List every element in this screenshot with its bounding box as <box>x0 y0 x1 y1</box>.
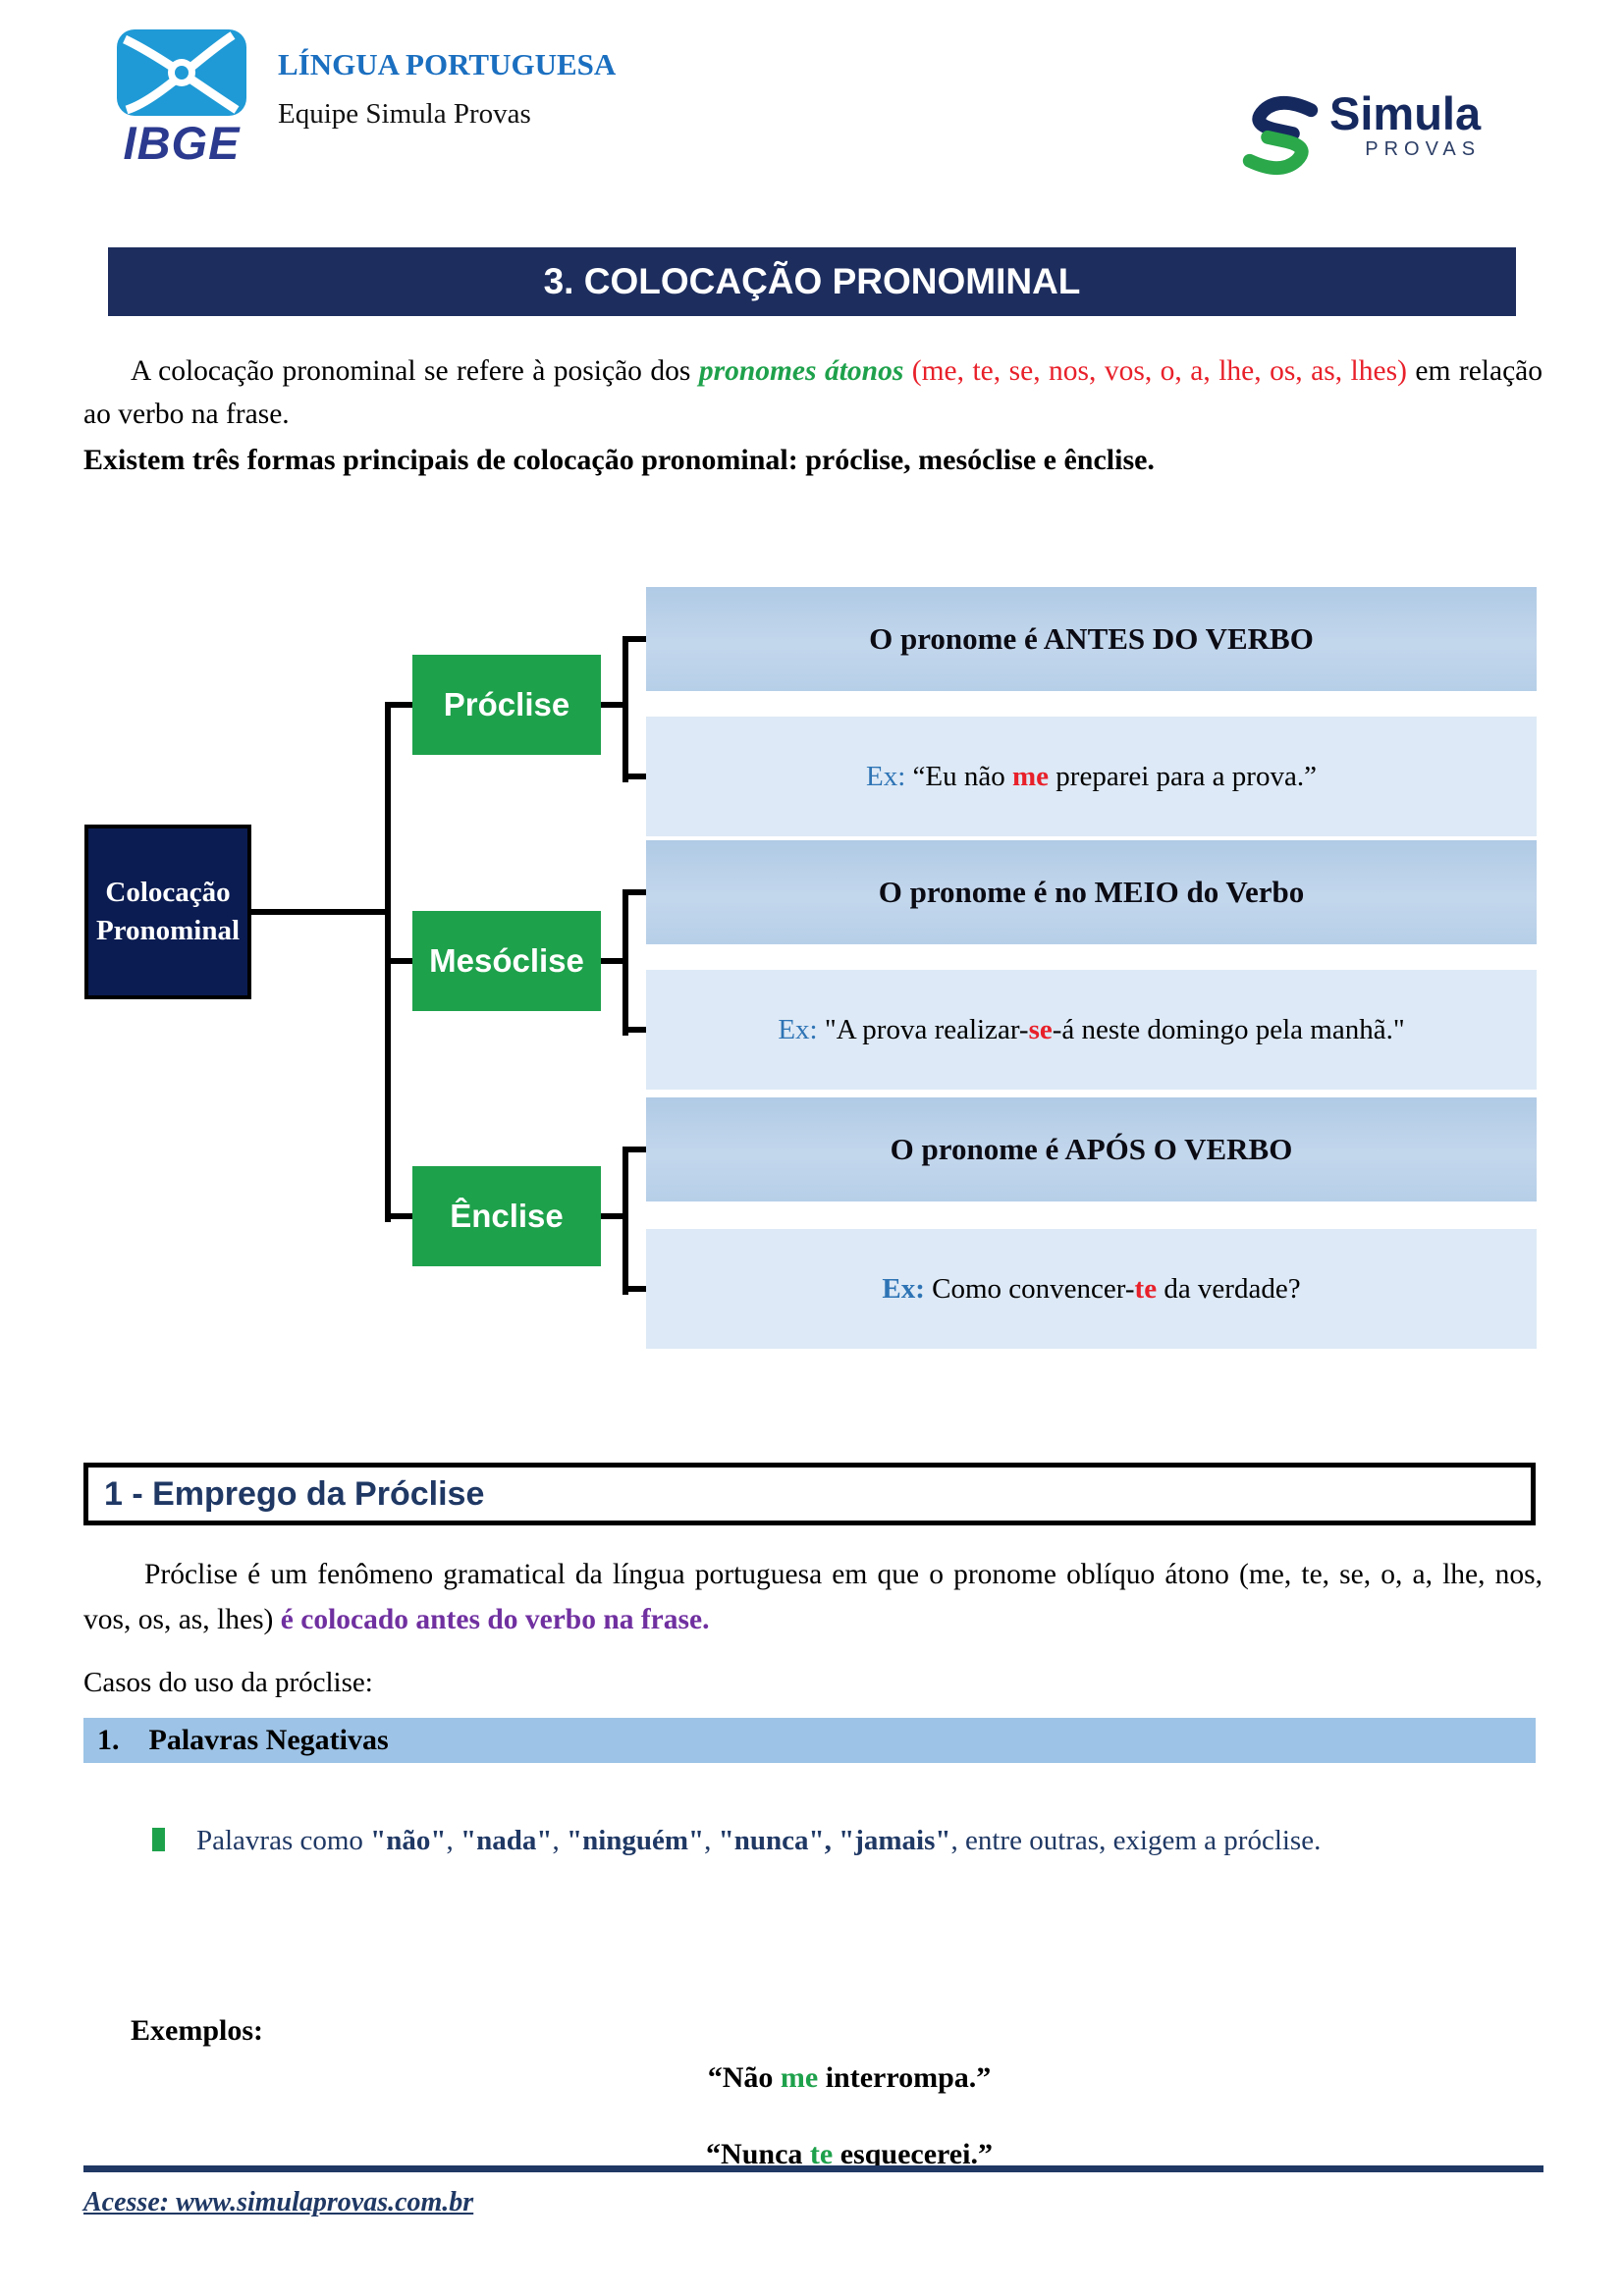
connector-segment <box>385 702 416 708</box>
diagram-root-node: Colocação Pronominal <box>84 825 251 999</box>
proclise-definition-box: O pronome é ANTES DO VERBO <box>646 587 1537 691</box>
purple-highlight: é colocado antes do verbo na frase <box>280 1603 703 1635</box>
connector-segment <box>623 889 628 1036</box>
three-forms-statement: Existem três formas principais de coloca… <box>83 444 1155 476</box>
section1-heading: 1 - Emprego da Próclise <box>104 1474 485 1513</box>
enclise-example-box: Ex: Como convencer-te da verdade? <box>646 1229 1537 1349</box>
branch-proclise: Próclise <box>412 655 601 755</box>
bullet-text: , <box>704 1825 719 1856</box>
pronoun-highlight: me <box>1012 760 1050 792</box>
footer-divider <box>83 2165 1543 2172</box>
connector-segment <box>601 958 624 964</box>
bullet-bold-word: "jamais" <box>839 1825 951 1856</box>
connector-segment <box>626 1147 646 1152</box>
example-text: “Nunca <box>706 2138 810 2170</box>
case1-number: 1. <box>97 1724 120 1756</box>
connector-segment <box>623 636 628 782</box>
example-text: preparei para a prova.” <box>1049 760 1317 792</box>
bullet-text: , <box>552 1825 567 1856</box>
examples-label: Exemplos: <box>131 2014 263 2047</box>
connector-segment <box>626 636 646 642</box>
example-label: Ex: <box>866 760 906 792</box>
bullet-text: Palavras como <box>196 1825 371 1856</box>
cases-intro: Casos do uso da próclise: <box>83 1667 373 1698</box>
connector-segment <box>626 1286 646 1292</box>
bullet-bold-word: "nada" <box>460 1825 553 1856</box>
connector-segment <box>249 909 387 915</box>
mesoclise-example-box: Ex: "A prova realizar-se-á neste domingo… <box>646 970 1537 1090</box>
connector-segment <box>601 702 624 708</box>
example-text: "A prova realizar- <box>817 1013 1029 1045</box>
connector-segment <box>623 1147 628 1295</box>
simula-s-icon <box>1235 90 1326 186</box>
example-label: Ex: <box>778 1013 818 1045</box>
connector-segment <box>626 889 646 895</box>
ibge-logo: IBGE <box>108 27 255 166</box>
section-banner: 3. COLOCAÇÃO PRONOMINAL <box>108 247 1516 316</box>
ibge-wordmark: IBGE <box>123 117 241 169</box>
pronoun-highlight: te <box>1134 1272 1158 1305</box>
pronoun-green-highlight: me <box>780 2061 819 2094</box>
pronoun-placement-diagram: Colocação Pronominal Próclise Mesóclise … <box>0 550 1624 1364</box>
section1-heading-box: 1 - Emprego da Próclise <box>83 1463 1536 1525</box>
case1-header-bar: 1. Palavras Negativas <box>83 1718 1536 1763</box>
intro-text <box>903 355 911 387</box>
proclise-example-box: Ex: “Eu não me preparei para a prova.” <box>646 717 1537 836</box>
bullet-marker <box>152 1828 165 1851</box>
pronomes-atonos-highlight: pronomes átonos <box>698 355 904 387</box>
purple-highlight: . <box>702 1603 710 1635</box>
connector-segment <box>385 1213 416 1219</box>
bullet-text: , <box>446 1825 461 1856</box>
simula-provas-label: PROVAS <box>1365 138 1482 160</box>
case1-title: Palavras Negativas <box>148 1724 389 1756</box>
negative-words-bullet: Palavras como "não", "nada", "ninguém" , … <box>196 1818 1494 1863</box>
bullet-bold-word: "não" <box>370 1825 447 1856</box>
mesoclise-definition-box: O pronome é no MEIO do Verbo <box>646 840 1537 944</box>
example-text: Como convencer- <box>924 1272 1135 1305</box>
enclise-definition-box: O pronome é APÓS O VERBO <box>646 1097 1537 1201</box>
intro-text: A colocação pronominal se refere à posiç… <box>131 355 699 387</box>
simula-name: Simula <box>1329 87 1482 139</box>
section1-text: Próclise é um fenômeno gramatical da lín… <box>83 1559 1543 1635</box>
example-text: “Não <box>707 2061 781 2094</box>
pronoun-green-highlight: te <box>809 2138 834 2170</box>
course-title: LÍNGUA PORTUGUESA <box>278 47 617 81</box>
branch-enclise: Ênclise <box>412 1166 601 1266</box>
intro-paragraph: A colocação pronominal se refere à posiç… <box>83 349 1543 437</box>
team-subtitle: Equipe Simula Provas <box>278 98 531 130</box>
connector-segment <box>626 774 646 779</box>
footer-website-link[interactable]: Acesse: www.simulaprovas.com.br <box>83 2187 474 2217</box>
example-text: esquecerei.” <box>833 2138 993 2170</box>
simula-logo: Simula PROVAS <box>1235 90 1481 186</box>
bullet-bold-word: "nunca", <box>718 1825 832 1856</box>
example-label: Ex: <box>882 1272 925 1305</box>
branch-mesoclise: Mesóclise <box>412 911 601 1011</box>
intro-text: em relação ao verbo na frase. <box>83 355 1543 431</box>
example-sentence-1: “Não me interrompa.” <box>79 2061 1620 2095</box>
example-sentence-2: “Nunca te esquecerei.” <box>79 2138 1620 2171</box>
section1-paragraph: Próclise é um fenômeno gramatical da lín… <box>83 1553 1543 1642</box>
banner-title: 3. COLOCAÇÃO PRONOMINAL <box>543 261 1081 301</box>
example-text: -á neste domingo pela manhã." <box>1052 1013 1405 1045</box>
pronoun-list-red: (me, te, se, nos, vos, o, a, lhe, os, as… <box>911 355 1407 387</box>
pronoun-highlight: se <box>1028 1013 1053 1045</box>
connector-segment <box>385 958 416 964</box>
bullet-bold-word: "ninguém" <box>566 1825 705 1856</box>
simula-wordmark: Simula PROVAS <box>1329 90 1481 161</box>
example-text: interrompa.” <box>818 2061 992 2094</box>
example-text: da verdade? <box>1157 1272 1301 1305</box>
connector-segment <box>626 1027 646 1033</box>
example-text: “Eu não <box>905 760 1013 792</box>
connector-segment <box>601 1213 624 1219</box>
ibge-logo-icon <box>108 27 255 118</box>
bullet-text: , entre outras, exigem a próclise. <box>950 1825 1322 1856</box>
